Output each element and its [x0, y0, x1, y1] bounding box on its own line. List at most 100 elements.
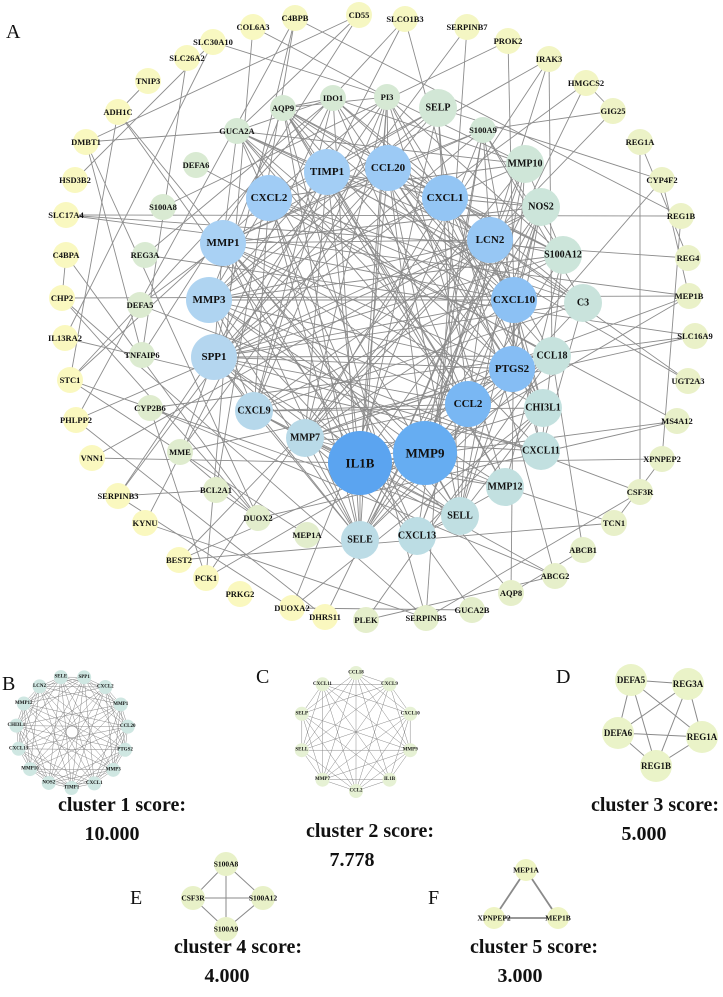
node-label: SERPINB5 [405, 613, 446, 623]
node-cxcl10: CXCL10 [491, 277, 537, 323]
node-label: AQP8 [500, 588, 522, 598]
node-label: MEP1A [513, 866, 539, 875]
node-label: PTGS2 [117, 747, 133, 752]
node-label: IL1B [346, 456, 375, 471]
node-label: MMP1 [113, 702, 128, 707]
node-label: HMGCS2 [568, 78, 604, 88]
node-label: SLC30A10 [193, 37, 233, 47]
node-label: PROK2 [494, 36, 523, 46]
network-edge-74 [305, 172, 327, 438]
node-label: MMP12 [488, 482, 523, 493]
node-label: COL6A3 [236, 22, 269, 32]
cluster-node-ccl18: CCL18 [348, 666, 364, 680]
node-label: REG1A [687, 732, 718, 742]
panel-c-nodes: CCL18CXCL9CXCL10MMP9IL1BCCL2MMP7SELLSELP… [295, 666, 421, 798]
node-label: DHRS11 [309, 612, 341, 622]
node-label: CHP2 [51, 293, 73, 303]
node-xpnpep2: XPNPEP2 [643, 446, 681, 472]
node-il1b: IL1B [328, 431, 392, 495]
cluster-node-defa5: DEFA5 [615, 664, 647, 696]
cluster-node-cxcl9: CXCL9 [381, 677, 398, 691]
cluster-edge-20 [322, 684, 410, 714]
network-edge-205 [86, 142, 142, 355]
node-label: NOS2 [528, 202, 554, 213]
node-pi3: PI3 [374, 84, 400, 110]
node-label: MME [169, 447, 191, 457]
node-label: CCL18 [536, 351, 567, 362]
node-reg1a: REG1A [626, 129, 656, 155]
node-label: LCN2 [33, 684, 47, 689]
node-label: C4BPA [53, 250, 81, 260]
node-label: MEP1A [292, 530, 322, 540]
node-label: CXCL10 [401, 711, 421, 716]
node-label: CXCL1 [86, 781, 103, 786]
node-mmp10: MMP10 [506, 145, 544, 183]
cluster-node-selp: SELP [295, 707, 309, 721]
cluster-node-nos2: NOS2 [42, 776, 56, 790]
node-label: MEP1B [545, 914, 570, 923]
node-label: CXCL9 [381, 682, 398, 687]
cluster-edge-45 [71, 727, 127, 788]
node-label: TNFAIP6 [124, 350, 159, 360]
network-edge-116 [254, 198, 269, 411]
network-edge-247 [483, 111, 613, 130]
node-label: MMP1 [207, 237, 240, 249]
network-edge-266 [86, 131, 237, 142]
node-label: IRAK3 [536, 54, 562, 64]
cluster-node-ptgs2: PTGS2 [117, 743, 133, 757]
node-label: TIMP1 [310, 166, 344, 178]
node-label: REG4 [677, 253, 700, 263]
node-c4bpb: C4BPB [282, 5, 309, 31]
node-label: SLC26A2 [169, 53, 204, 63]
node-label: PHLPP2 [60, 415, 92, 425]
node-mmp12: MMP12 [486, 468, 524, 506]
cluster-node-mep1b: MEP1B [545, 907, 570, 929]
panel-d-caption-score: 5.000 [622, 823, 667, 845]
panel-a-letter: A [6, 21, 21, 43]
node-guca2b: GUCA2B [455, 597, 490, 623]
cluster-edge-26 [322, 684, 410, 750]
node-stc1: STC1 [57, 367, 83, 393]
node-selp: SELP [419, 89, 457, 127]
node-tnip3: TNIP3 [135, 68, 161, 94]
cluster-node-cxcl11: CXCL11 [313, 677, 332, 691]
node-label: REG1A [626, 137, 656, 147]
node-cyp4f2: CYP4F2 [646, 167, 677, 193]
panel-e-caption-title: cluster 4 score: [174, 936, 302, 958]
node-lcn2: LCN2 [467, 217, 513, 263]
node-chp2: CHP2 [49, 285, 75, 311]
node-label: S100A9 [469, 125, 497, 135]
node-s100a12: S100A12 [544, 236, 582, 274]
node-label: CYP4F2 [646, 175, 677, 185]
network-edge-246 [640, 142, 688, 258]
node-slc17a4: SLC17A4 [48, 202, 84, 228]
cluster-node-cxcl1: CXCL1 [86, 776, 103, 790]
node-mmp9: MMP9 [393, 421, 457, 485]
node-label: DEFA5 [127, 300, 154, 310]
node-label: LCN2 [476, 234, 505, 246]
node-label: CYP2B6 [134, 403, 166, 413]
panel-c-caption-title: cluster 2 score: [306, 820, 434, 842]
node-cxcl2: CXCL2 [246, 175, 292, 221]
cluster-edge-54 [19, 749, 126, 750]
node-ccl18: CCL18 [533, 337, 571, 375]
node-label: VNN1 [81, 453, 104, 463]
node-hsd3b2: HSD3B2 [59, 167, 91, 193]
cluster-node-il1b: IL1B [383, 773, 397, 787]
node-label: SLCO1B3 [386, 14, 423, 24]
node-label: MMP3 [106, 767, 121, 772]
node-reg4: REG4 [675, 245, 701, 271]
node-il13ra2: IL13RA2 [48, 325, 82, 351]
node-label: SPP1 [201, 351, 226, 363]
node-label: ABCG2 [541, 571, 570, 581]
node-cyp2b6: CYP2B6 [134, 395, 166, 421]
node-label: CXCL13 [398, 531, 436, 542]
node-sell: SELL [441, 497, 479, 535]
node-chi3l1: CHI3L1 [524, 389, 562, 427]
node-c3: C3 [564, 284, 602, 322]
cluster-node-sell: SELL [295, 743, 309, 757]
node-label: PLEK [354, 615, 378, 625]
